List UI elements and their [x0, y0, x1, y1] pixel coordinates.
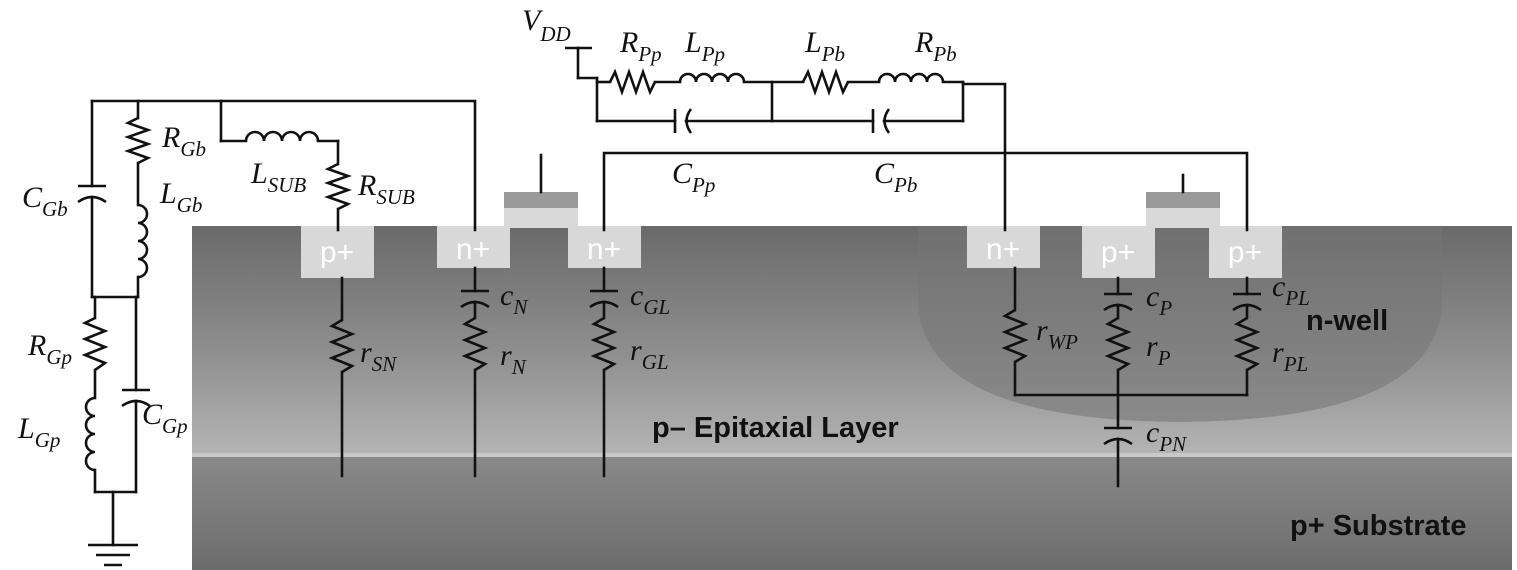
- nmos-gate: [504, 192, 578, 208]
- r-sub-resistor: [324, 162, 352, 211]
- label-c-pl: cPL: [1272, 270, 1310, 310]
- l-sub-inductor: [244, 130, 320, 142]
- gate-line-connection: [602, 151, 1249, 232]
- svg-text:rGL: rGL: [630, 334, 669, 374]
- svg-text:cPN: cPN: [1146, 416, 1187, 456]
- svg-text:RGb: RGb: [161, 121, 206, 161]
- svg-text:LPb: LPb: [804, 26, 845, 66]
- r-sn-resistor: [328, 318, 356, 374]
- svg-text:LPp: LPp: [684, 26, 725, 66]
- diffusion-label-n-plus: n+: [587, 233, 621, 266]
- svg-text:LGp: LGp: [17, 412, 60, 452]
- label-c-pb: CPb: [874, 157, 917, 197]
- label-r-n: rN: [500, 339, 527, 379]
- label-c-n: cN: [500, 279, 528, 319]
- substrate-layer: [192, 454, 1512, 570]
- label-l-gb: LGb: [159, 177, 202, 217]
- label-vdd: VDD: [522, 4, 571, 46]
- svg-text:LSUB: LSUB: [250, 157, 306, 197]
- pmos-gate-oxide: [1146, 208, 1220, 228]
- diffusion-box-4: [967, 226, 1040, 268]
- svg-text:RSUB: RSUB: [357, 169, 415, 209]
- label-c-pp: CPp: [672, 157, 715, 197]
- top-left-bus: [90, 99, 477, 232]
- label-r-pl: rPL: [1272, 336, 1308, 376]
- label-c-gb: CGb: [22, 181, 68, 221]
- r-gp-resistor: [81, 316, 109, 372]
- svg-text:CPb: CPb: [874, 157, 917, 197]
- n-well-label: n-well: [1306, 305, 1388, 337]
- label-c-p: cP: [1146, 280, 1172, 320]
- r-pp-resistor: [608, 68, 657, 96]
- svg-text:VDD: VDD: [522, 4, 571, 46]
- label-r-pp: RPp: [619, 26, 662, 66]
- svg-text:RGp: RGp: [27, 329, 72, 369]
- diffusion-box-3: [568, 226, 641, 268]
- svg-text:RPp: RPp: [619, 26, 662, 66]
- diffusion-label-n-plus: n+: [456, 233, 490, 266]
- r-n-resistor: [461, 316, 489, 372]
- label-c-pn: cPN: [1146, 416, 1187, 456]
- l-pb-resistor-element: [801, 68, 850, 96]
- substrate-label: p+ Substrate: [1290, 510, 1466, 542]
- diffusion-box-2: [437, 226, 510, 268]
- svg-text:cN: cN: [500, 279, 528, 319]
- vdd-to-nwell-wire: [961, 82, 1007, 232]
- label-r-p: rP: [1146, 330, 1171, 370]
- svg-text:cGL: cGL: [630, 279, 670, 319]
- label-c-gl: cGL: [630, 279, 670, 319]
- l-pp-inductor: [678, 72, 746, 83]
- l-gb-inductor: [137, 203, 149, 279]
- label-l-pb: LPb: [804, 26, 845, 66]
- l-gp-inductor: [84, 396, 96, 472]
- label-r-gl: rGL: [630, 334, 669, 374]
- label-c-gp: CGp: [142, 398, 188, 438]
- svg-text:CGb: CGb: [22, 181, 68, 221]
- r-pl-resistor: [1233, 316, 1261, 372]
- label-r-gb: RGb: [161, 121, 206, 161]
- label-r-sub: RSUB: [357, 169, 415, 209]
- svg-text:rP: rP: [1146, 330, 1171, 370]
- svg-text:rSN: rSN: [360, 336, 397, 376]
- svg-text:rN: rN: [500, 339, 527, 379]
- svg-text:cPL: cPL: [1272, 270, 1310, 310]
- label-r-wp: rWP: [1036, 314, 1078, 354]
- diffusion-box-1: [301, 226, 374, 278]
- diffusion-label-p-plus: p+: [320, 236, 354, 269]
- r-pb-inductor-element: [877, 72, 945, 83]
- r-p-resistor: [1104, 316, 1132, 372]
- diffusion-label-p-plus: p+: [1228, 236, 1262, 269]
- svg-text:CGp: CGp: [142, 398, 188, 438]
- svg-text:RPb: RPb: [914, 26, 957, 66]
- label-r-pb: RPb: [914, 26, 957, 66]
- svg-text:rPL: rPL: [1272, 336, 1308, 376]
- r-gl-resistor: [590, 316, 618, 372]
- r-gb-resistor: [124, 116, 152, 165]
- svg-text:LGb: LGb: [159, 177, 202, 217]
- diffusion-label-p-plus: p+: [1101, 236, 1135, 269]
- svg-text:CPp: CPp: [672, 157, 715, 197]
- label-l-sub: LSUB: [250, 157, 306, 197]
- label-l-gp: LGp: [17, 412, 60, 452]
- diffusion-box-6: [1209, 226, 1282, 278]
- diffusion-label-n-plus: n+: [986, 233, 1020, 266]
- label-r-gp: RGp: [27, 329, 72, 369]
- label-r-sn: rSN: [360, 336, 397, 376]
- nmos-gate-oxide: [504, 208, 578, 228]
- epitaxial-layer-label: p– Epitaxial Layer: [652, 412, 899, 444]
- diffusion-box-5: [1082, 226, 1155, 278]
- n-well-region: [918, 226, 1442, 422]
- r-wp-resistor: [1001, 308, 1029, 364]
- svg-text:rWP: rWP: [1036, 314, 1078, 354]
- label-l-pp: LPp: [684, 26, 725, 66]
- pmos-gate: [1146, 192, 1220, 208]
- svg-text:cP: cP: [1146, 280, 1172, 320]
